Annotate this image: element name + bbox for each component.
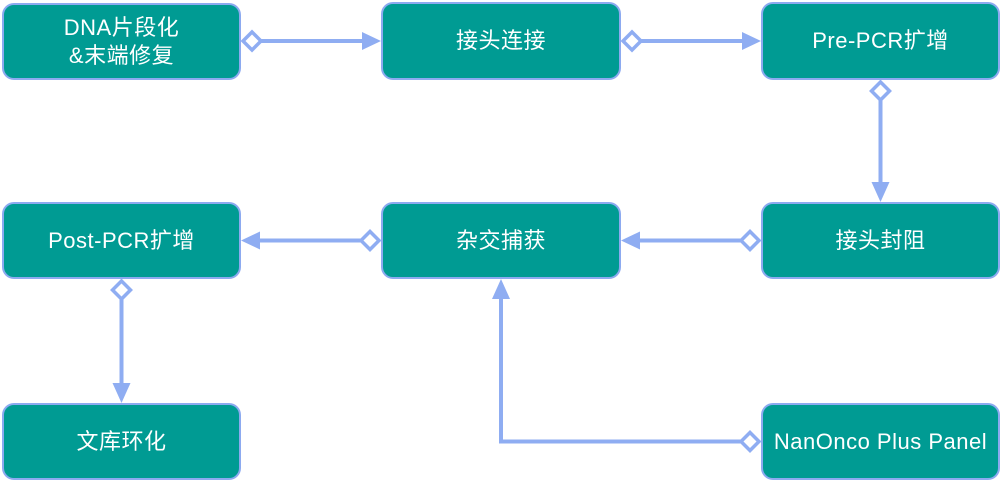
arrowhead bbox=[742, 32, 761, 50]
arrowhead bbox=[871, 182, 890, 202]
source-diamond-marker bbox=[110, 278, 133, 302]
node-adapter-ligation: 接头连接 bbox=[381, 2, 621, 80]
node-hybrid-capture: 杂交捕获 bbox=[381, 202, 621, 279]
node-label-line: 接头封阻 bbox=[835, 227, 926, 253]
source-diamond-marker bbox=[738, 430, 762, 453]
node-adapter-blocking: 接头封阻 bbox=[761, 202, 1000, 279]
source-diamond-marker bbox=[358, 229, 382, 252]
connector-pre-pcr-to-adapter-blocking bbox=[869, 79, 892, 202]
source-diamond-marker bbox=[738, 229, 762, 252]
arrowhead bbox=[492, 279, 510, 299]
arrowhead bbox=[362, 32, 381, 50]
node-label-line: Pre-PCR扩增 bbox=[812, 28, 949, 54]
source-diamond-marker bbox=[240, 29, 264, 53]
node-library-circularization: 文库环化 bbox=[2, 403, 241, 480]
node-label-line: 文库环化 bbox=[76, 428, 167, 454]
connector-nanonco-panel-to-hybrid-capture bbox=[492, 279, 762, 453]
node-pre-pcr-amplification: Pre-PCR扩增 bbox=[761, 2, 1000, 80]
node-label-line: NanOnco Plus Panel bbox=[773, 428, 988, 454]
source-diamond-marker bbox=[620, 29, 644, 53]
node-label-line: 接头连接 bbox=[455, 28, 546, 54]
node-nanonco-plus-panel: NanOnco Plus Panel bbox=[761, 403, 1000, 480]
connector-adapter-blocking-to-hybrid-capture bbox=[621, 229, 762, 252]
connector-adapter-ligation-to-pre-pcr bbox=[620, 29, 761, 53]
connector-post-pcr-to-library-circularization bbox=[110, 278, 133, 403]
arrowhead bbox=[621, 231, 640, 250]
node-label-line: DNA片段化 bbox=[63, 15, 180, 40]
source-diamond-marker bbox=[869, 79, 892, 103]
arrowhead bbox=[241, 231, 260, 250]
connector-hybrid-capture-to-post-pcr bbox=[241, 229, 382, 252]
node-label-line: Post-PCR扩增 bbox=[48, 227, 195, 253]
node-post-pcr-amplification: Post-PCR扩增 bbox=[2, 202, 241, 279]
arrowhead bbox=[112, 383, 131, 403]
node-dna-fragmentation-end-repair: DNA片段化 &末端修复 bbox=[2, 3, 241, 80]
connector-dna-fragmentation-to-adapter-ligation bbox=[240, 29, 381, 53]
connector-shaft bbox=[499, 298, 741, 444]
node-label-line: &末端修复 bbox=[68, 42, 175, 68]
node-label-line: 杂交捕获 bbox=[455, 227, 546, 253]
